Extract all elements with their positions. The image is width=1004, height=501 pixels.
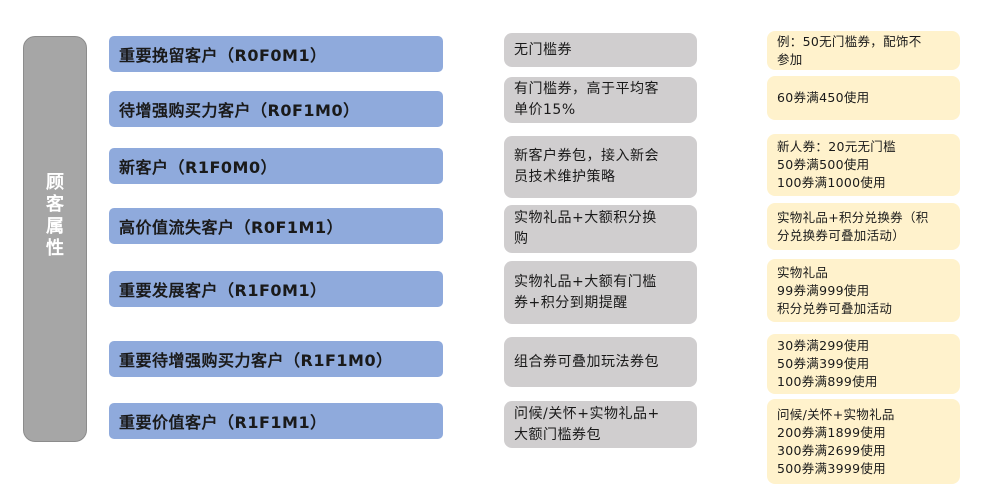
segment-box: 待增强购买力客户（R0F1M0） [109, 91, 443, 127]
example-text: 问候/关怀+实物礼品 200券满1899使用 300券满2699使用 500券满… [777, 406, 895, 476]
strategy-box: 实物礼品+大额有门槛 券+积分到期提醒 [504, 261, 697, 324]
example-box: 例：50无门槛券，配饰不 参加 [767, 31, 960, 70]
example-box: 30券满299使用 50券满399使用 100券满899使用 [767, 334, 960, 394]
example-text: 实物礼品+积分兑换券（积 分兑换券可叠加活动） [777, 209, 929, 243]
segment-label: 新客户（R1F0M0） [119, 158, 278, 177]
strategy-text: 问候/关怀+实物礼品+ 大额门槛券包 [514, 405, 660, 443]
segment-label: 高价值流失客户（R0F1M1） [119, 218, 344, 237]
customer-attribute-sidebar: 顾客属性 [23, 36, 87, 442]
example-box: 实物礼品+积分兑换券（积 分兑换券可叠加活动） [767, 203, 960, 250]
example-text: 新人券：20元无门槛 50券满500使用 100券满1000使用 [777, 139, 896, 190]
example-box: 新人券：20元无门槛 50券满500使用 100券满1000使用 [767, 134, 960, 196]
segment-box: 高价值流失客户（R0F1M1） [109, 208, 443, 244]
strategy-box: 有门槛券，高于平均客 单价15% [504, 77, 697, 123]
example-box: 60券满450使用 [767, 76, 960, 120]
example-text: 实物礼品 99券满999使用 积分兑券可叠加活动 [777, 264, 893, 316]
segment-label: 重要挽留客户（R0F0M1） [119, 46, 327, 65]
segment-label: 重要发展客户（R1F0M1） [119, 281, 327, 300]
segment-label: 待增强购买力客户（R0F1M0） [119, 101, 360, 120]
strategy-box: 问候/关怀+实物礼品+ 大额门槛券包 [504, 401, 697, 448]
strategy-box: 组合券可叠加玩法券包 [504, 337, 697, 387]
strategy-text: 实物礼品+大额积分换 购 [514, 210, 657, 247]
segment-box: 重要挽留客户（R0F0M1） [109, 36, 443, 72]
segment-box: 重要待增强购买力客户（R1F1M0） [109, 341, 443, 377]
example-text: 例：50无门槛券，配饰不 参加 [777, 33, 922, 67]
example-box: 问候/关怀+实物礼品 200券满1899使用 300券满2699使用 500券满… [767, 399, 960, 484]
example-box: 实物礼品 99券满999使用 积分兑券可叠加活动 [767, 259, 960, 322]
example-text: 30券满299使用 50券满399使用 100券满899使用 [777, 338, 878, 389]
strategy-box: 实物礼品+大额积分换 购 [504, 205, 697, 253]
strategy-text: 实物礼品+大额有门槛 券+积分到期提醒 [514, 273, 657, 311]
segment-label: 重要待增强购买力客户（R1F1M0） [119, 351, 393, 370]
strategy-text: 无门槛券 [514, 41, 572, 58]
strategy-box: 新客户券包，接入新会 员技术维护策略 [504, 136, 697, 198]
sidebar-label: 顾客属性 [46, 172, 64, 259]
example-text: 60券满450使用 [777, 90, 870, 105]
strategy-box: 无门槛券 [504, 33, 697, 67]
segment-label: 重要价值客户（R1F1M1） [119, 413, 327, 432]
strategy-text: 有门槛券，高于平均客 单价15% [514, 81, 659, 118]
segment-box: 重要发展客户（R1F0M1） [109, 271, 443, 307]
strategy-text: 组合券可叠加玩法券包 [514, 353, 659, 370]
segment-box: 新客户（R1F0M0） [109, 148, 443, 184]
segment-box: 重要价值客户（R1F1M1） [109, 403, 443, 439]
strategy-text: 新客户券包，接入新会 员技术维护策略 [514, 148, 659, 185]
